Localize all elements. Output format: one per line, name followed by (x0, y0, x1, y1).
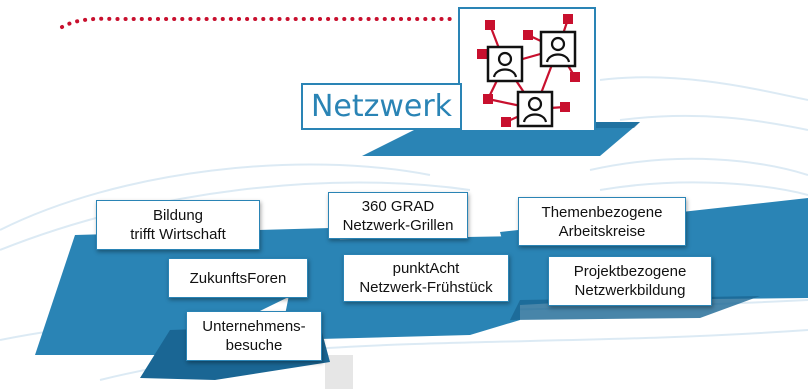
box-zukunftsforen: ZukunftsForen (168, 258, 308, 298)
box-netzwerk-fruehstueck: punktAcht Netzwerk-Frühstück (343, 254, 509, 302)
network-diagram-icon (477, 14, 580, 128)
background-pillar (325, 355, 353, 389)
network-people-icon (458, 7, 596, 132)
box-projektbezogene-netzwerkbildung: Projektbezogene Netzwerkbildung (548, 256, 712, 306)
box-themenbezogene-arbeitskreise: Themenbezogene Arbeitskreise (518, 197, 686, 246)
box-bildung-trifft-wirtschaft: Bildung trifft Wirtschaft (96, 200, 260, 250)
network-title: Netzwerk (301, 83, 462, 130)
box-netzwerk-grillen: 360 GRAD Netzwerk-Grillen (328, 192, 468, 239)
box-unternehmensbesuche: Unternehmens- besuche (186, 311, 322, 361)
dotted-connector (60, 16, 457, 29)
